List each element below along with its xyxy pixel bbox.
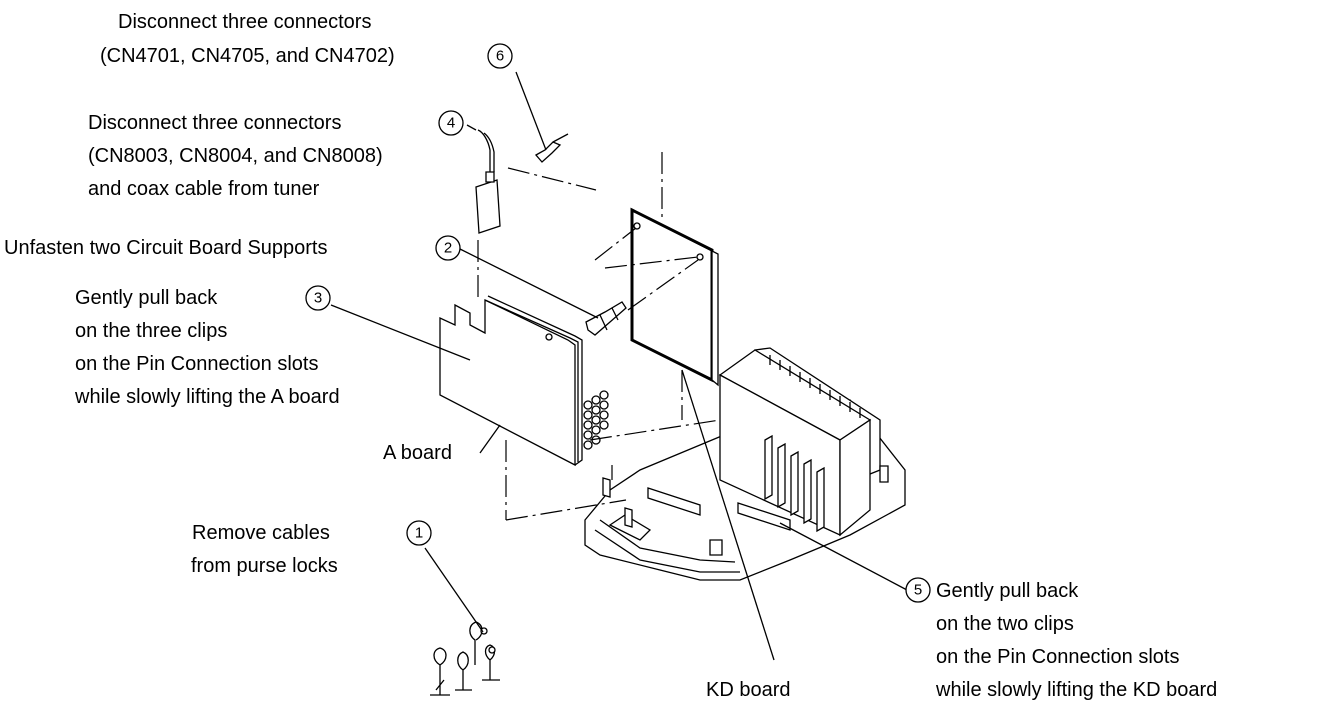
step5-line-2: on the two clips — [936, 613, 1074, 635]
a-board-label: A board — [383, 442, 452, 464]
annotation-step6: Disconnect three connectors (CN4701, CN4… — [100, 11, 513, 69]
kd-board-label: KD board — [706, 679, 791, 701]
annotation-step5: 5 Gently pull back on the two clips on t… — [905, 577, 1217, 701]
step4-number: 4 — [447, 115, 455, 132]
step6-number-badge — [487, 43, 513, 69]
step6-line-1: Disconnect three connectors — [118, 11, 371, 33]
kd-board — [630, 207, 719, 387]
step2-line-1: Unfasten two Circuit Board Supports — [4, 237, 328, 259]
step3-line-1: Gently pull back — [75, 287, 218, 309]
step3-line-3: on the Pin Connection slots — [75, 353, 319, 375]
annotation-step3: Gently pull back 3 on the three clips on… — [74, 285, 340, 408]
step6-number: 6 — [496, 48, 504, 65]
step1-line-2: from purse locks — [191, 555, 338, 577]
a-board — [439, 295, 609, 467]
step3-line-2: on the three clips — [75, 320, 227, 342]
annotation-step2: Unfasten two Circuit Board Supports 2 — [4, 235, 461, 261]
leader-lines — [330, 71, 908, 661]
step5-line-3: on the Pin Connection slots — [936, 646, 1180, 668]
purse-locks — [430, 621, 500, 696]
annotation-step1: Remove cables 1 from purse locks — [191, 520, 432, 577]
step1-number: 1 — [415, 525, 423, 542]
step1-line-1: Remove cables — [192, 522, 330, 544]
step4-line-2: (CN8003, CN8004, and CN8008) — [88, 145, 383, 167]
chassis-frame — [584, 347, 906, 581]
step6-line-2: (CN4701, CN4705, and CN4702) — [100, 45, 395, 67]
label-kd-board: KD board — [706, 679, 791, 701]
tuner-module — [475, 129, 501, 234]
step3-number-badge — [305, 285, 331, 311]
connector-plug — [534, 133, 569, 163]
a-board-pins — [583, 390, 609, 450]
step4-number-badge — [438, 110, 464, 136]
step2-number: 2 — [444, 240, 452, 257]
step4-line-1: Disconnect three connectors — [88, 112, 341, 134]
step5-line-4: while slowly lifting the KD board — [935, 679, 1217, 701]
step5-number-badge — [905, 577, 931, 603]
step2-number-badge — [435, 235, 461, 261]
guide-lines — [477, 152, 721, 521]
step5-line-1: Gently pull back — [936, 580, 1079, 602]
step4-line-3: and coax cable from tuner — [88, 178, 320, 200]
annotation-step4: Disconnect three connectors 4 (CN8003, C… — [88, 110, 464, 200]
step1-number-badge — [406, 520, 432, 546]
board-support-clip — [585, 301, 627, 336]
label-a-board: A board — [383, 442, 452, 464]
step3-line-4: while slowly lifting the A board — [74, 386, 340, 408]
step5-number: 5 — [914, 582, 922, 599]
step3-number: 3 — [314, 290, 322, 307]
